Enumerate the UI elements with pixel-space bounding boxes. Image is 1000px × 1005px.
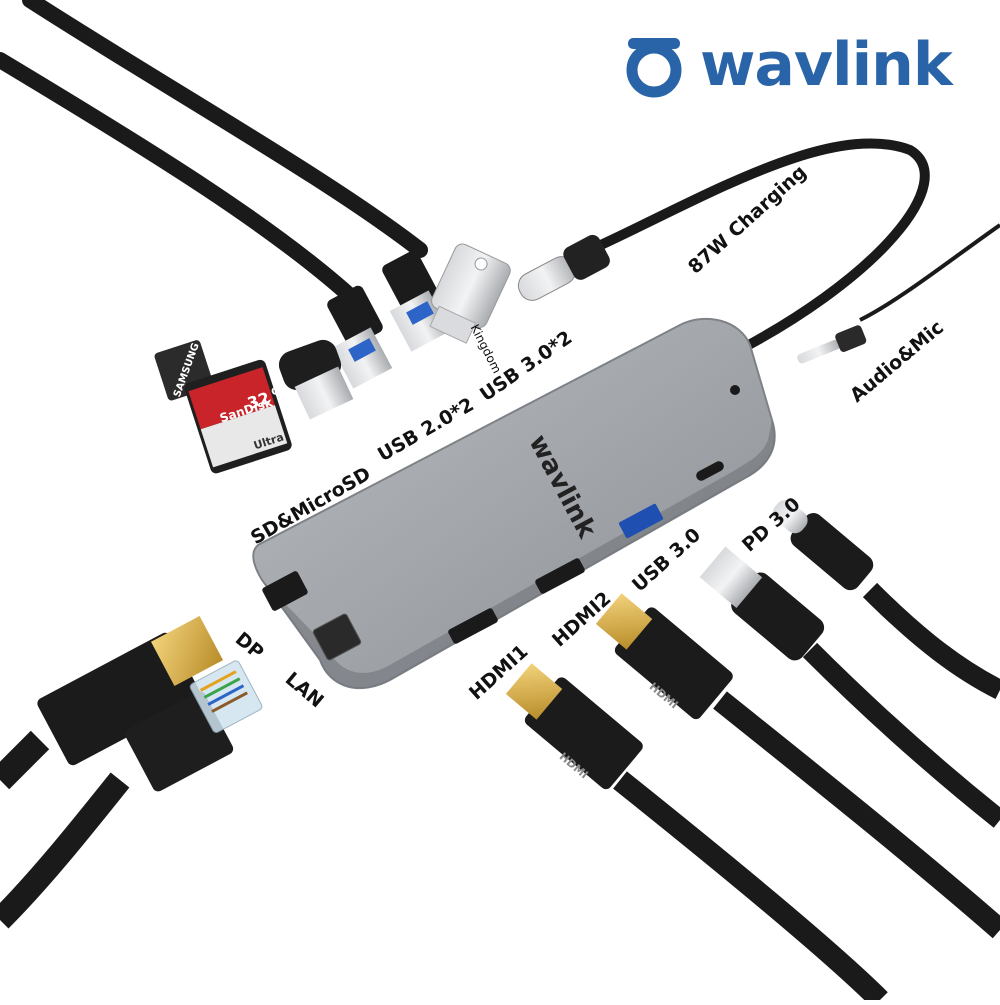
hdmi-2-port <box>535 558 585 594</box>
sd-card <box>184 359 292 474</box>
audio-port <box>730 385 740 395</box>
lan-plug <box>125 660 263 792</box>
usb-c-plug-charging <box>517 234 610 301</box>
usb-c-plug-right <box>772 499 874 591</box>
audio-jack-plug <box>797 325 867 364</box>
dp-port <box>262 571 308 611</box>
usb-3-plug-black <box>278 339 354 420</box>
wavlink-logo-icon <box>626 38 682 98</box>
usb-c-port <box>696 461 724 481</box>
dp-cable <box>0 730 50 790</box>
audio-cable <box>859 223 1000 322</box>
usb-2-plug-1 <box>327 285 393 389</box>
usb-3-port <box>618 503 664 539</box>
usb-a-cable-right <box>802 642 1000 828</box>
usb-cable-2 <box>22 0 428 258</box>
lan-port <box>312 613 362 661</box>
hdmi-plug-1 <box>505 663 643 790</box>
brand-logo: wavlink <box>622 26 982 106</box>
dp-plug <box>37 615 224 766</box>
usb-cable-1 <box>0 52 368 313</box>
usb-c-cable-right <box>862 582 1000 699</box>
flash-drive <box>429 243 511 344</box>
lan-cable <box>0 772 130 929</box>
usb-hub <box>252 317 776 690</box>
charging-cable <box>587 138 930 365</box>
brand-name: wavlink <box>700 30 953 100</box>
usb-a-plug-right <box>699 546 825 661</box>
hdmi-cable-2 <box>713 691 1000 939</box>
hdmi-plug-2 <box>595 593 733 720</box>
hdmi-1-port <box>448 608 498 644</box>
hdmi-cable-1 <box>613 771 888 1005</box>
